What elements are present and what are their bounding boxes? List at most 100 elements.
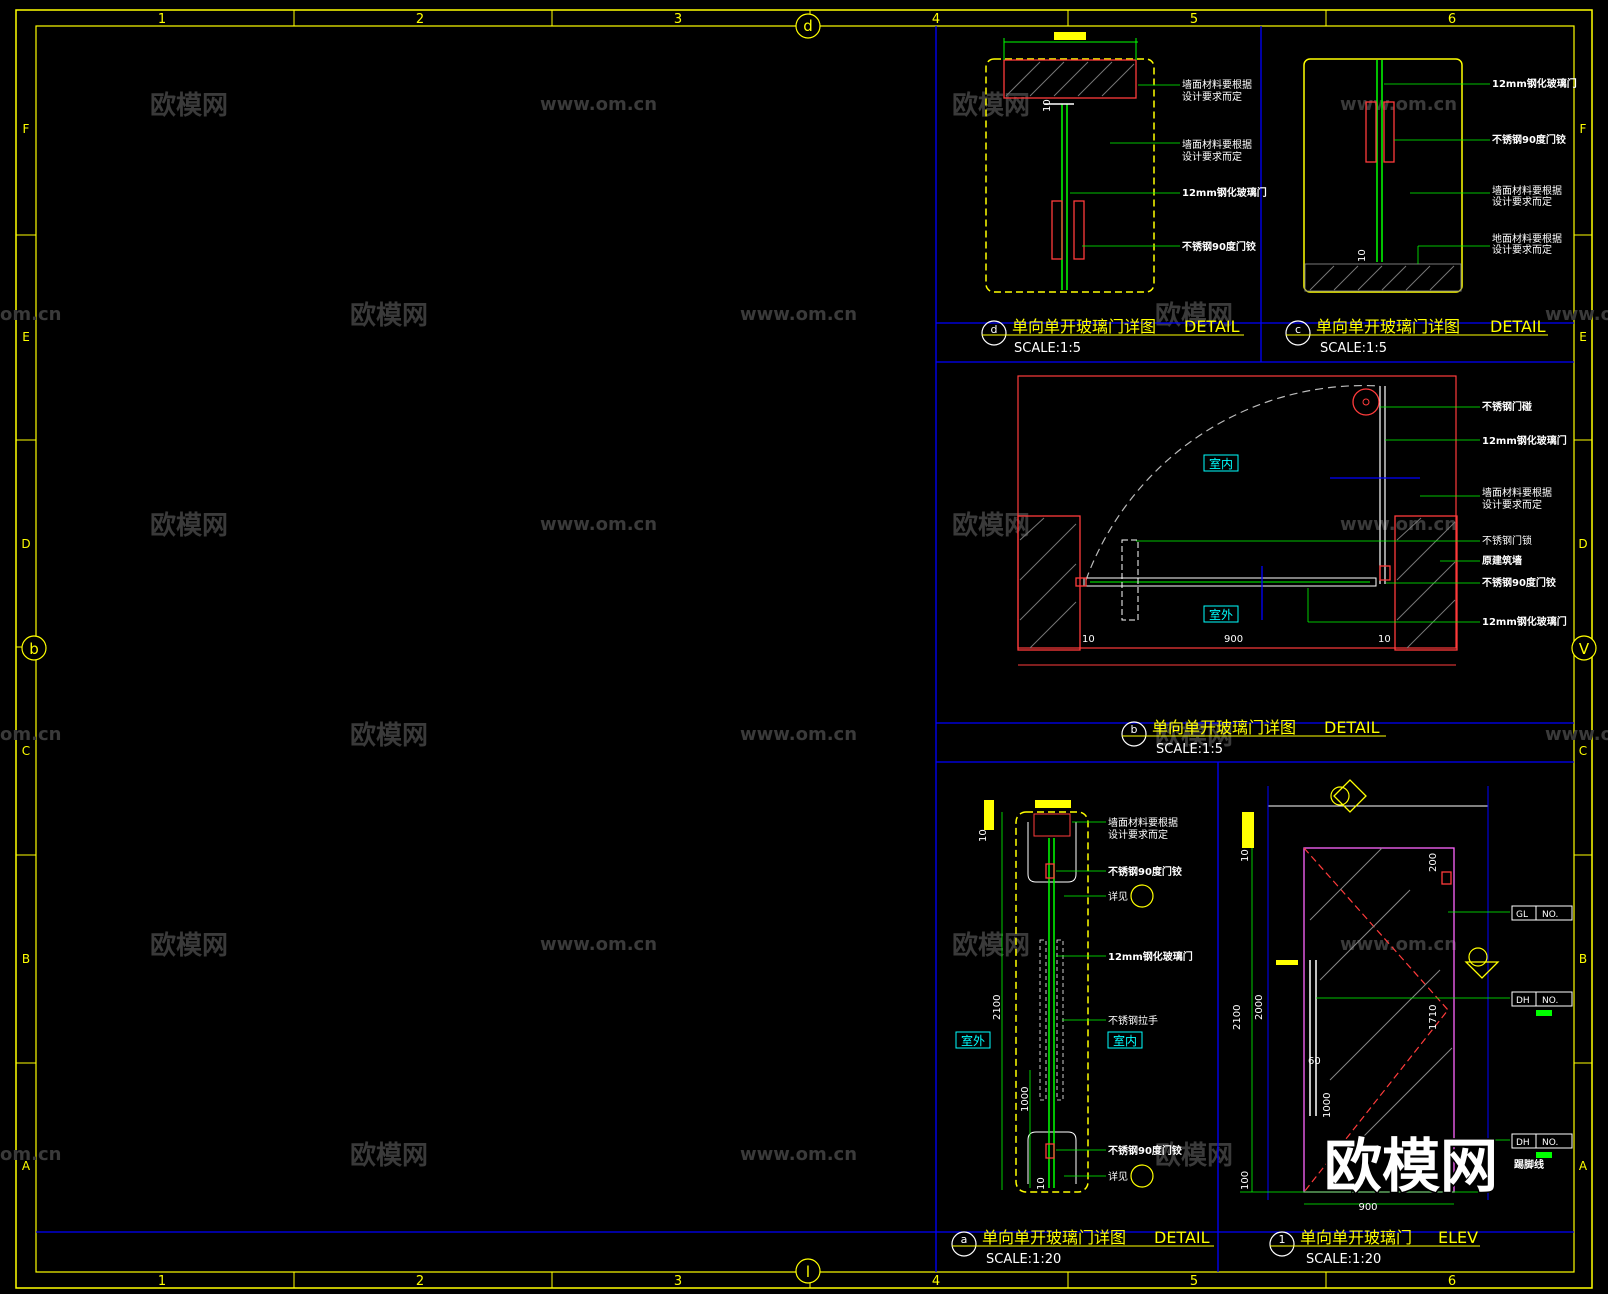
- sheet-frame: [15, 9, 1593, 1289]
- watermark-cn: 欧模网: [1155, 1140, 1233, 1171]
- grid-ticks: [16, 10, 1592, 1288]
- detail-b-title: 单向单开玻璃门详图: [1152, 718, 1296, 737]
- grid-row-right-F: F: [1580, 122, 1587, 136]
- sheet-bubbles: d l b V: [21, 13, 1597, 1284]
- detail-b-subtitle: DETAIL: [1324, 718, 1380, 737]
- detail-b-dim-right: 10: [1378, 634, 1391, 645]
- detail-b-label-hinge: 不锈钢90度门铰: [1482, 576, 1556, 589]
- detail-b-inside: 室内: [1209, 456, 1233, 471]
- watermarks: 欧模网 www.om.cn 欧模网 www.om.cn om.cn 欧模网 ww…: [0, 90, 1608, 1171]
- detail-d-scale: SCALE:1:5: [1014, 341, 1081, 356]
- detail-b-letter: b: [1131, 723, 1138, 736]
- watermark-url: www.om.cn: [740, 304, 857, 325]
- detail-c-dim: 10: [1357, 249, 1368, 262]
- detail-c-label-wall-b: 设计要求而定: [1492, 195, 1552, 208]
- grid-col-bottom-3: 3: [674, 1274, 682, 1289]
- watermark-cn: 欧模网: [150, 90, 228, 121]
- detail-d-label-1a: 墙面材料要根据: [1182, 78, 1252, 91]
- elev-dim-1710: 1710: [1428, 1005, 1439, 1030]
- grid-col-bottom-5: 5: [1190, 1274, 1198, 1289]
- bubble-top: d: [803, 17, 813, 35]
- elev-dim-top: 10: [1240, 849, 1251, 862]
- detail-d-letter: d: [991, 323, 998, 336]
- grid-row-left-C: C: [22, 744, 30, 758]
- detail-a-scale: SCALE:1:20: [986, 1252, 1061, 1267]
- detail-b: 室内 室外 不锈钢门碰 12mm钢化玻璃门 墙面材料要根据 设计要求而定 不锈钢…: [1017, 375, 1567, 757]
- grid-row-left-D: D: [21, 537, 30, 551]
- elev-tag-gl-no: NO.: [1542, 910, 1558, 920]
- elev-letter: 1: [1279, 1233, 1286, 1246]
- elev-dim-60: 60: [1308, 1056, 1321, 1067]
- detail-c-label-hinge: 不锈钢90度门铰: [1492, 133, 1566, 146]
- grid-col-bottom-6: 6: [1448, 1274, 1456, 1289]
- elev-tag-dh2-no: NO.: [1542, 1138, 1558, 1148]
- detail-d-subtitle: DETAIL: [1184, 317, 1240, 336]
- watermark-url: www.om.cn: [1340, 514, 1457, 535]
- grid-row-right-B: B: [1579, 952, 1587, 966]
- detail-b-label-lock: 不锈钢门锁: [1482, 534, 1532, 547]
- detail-c-letter: c: [1295, 323, 1301, 336]
- detail-c-label-floor-b: 设计要求而定: [1492, 243, 1552, 256]
- grid-col-top-4: 4: [932, 12, 940, 27]
- grid-column-labels: 1 2 3 4 5 6 1 2 3 4 5 6: [158, 12, 1456, 1289]
- bubble-right: V: [1579, 640, 1590, 658]
- bubble-bottom: l: [806, 1263, 810, 1281]
- detail-d-dim: 10: [1042, 99, 1053, 112]
- watermark-cn: 欧模网: [350, 1140, 428, 1171]
- detail-b-label-wall-a: 墙面材料要根据: [1482, 486, 1552, 499]
- watermark-cn: 欧模网: [1155, 300, 1233, 331]
- detail-d: 10 墙面材料要根据 设计要求而定 墙面材料要根据 设计要求而定 12mm钢化玻…: [981, 32, 1267, 356]
- watermark-url: www.om.cn: [1545, 304, 1608, 325]
- elev-subtitle: ELEV: [1438, 1228, 1478, 1247]
- watermark-big: 欧模网: [1324, 1132, 1498, 1200]
- grid-row-left-E: E: [22, 330, 30, 344]
- detail-b-label-orig-wall: 原建筑墙: [1482, 554, 1522, 567]
- watermark-url: www.om.cn: [540, 94, 657, 115]
- detail-d-label-1b: 设计要求而定: [1182, 90, 1242, 103]
- grid-row-left-B: B: [22, 952, 30, 966]
- detail-d-label-2a: 墙面材料要根据: [1182, 138, 1252, 151]
- detail-c: 10 12mm钢化玻璃门 不锈钢90度门铰 墙面材料要根据 设计要求而定 地面材…: [1285, 58, 1577, 356]
- watermark-cn: 欧模网: [150, 930, 228, 961]
- detail-a-dim-height: 2100: [992, 995, 1003, 1020]
- watermark-cn: 欧模网: [952, 90, 1030, 121]
- elevation-1: 10 2100 2000 200 1710 60 1000 100 900 GL…: [1232, 779, 1573, 1267]
- grid-row-right-E: E: [1579, 330, 1587, 344]
- elev-tag-dh-2: DH NO.: [1511, 1133, 1573, 1158]
- panel-dividers: [935, 26, 1574, 1272]
- grid-col-top-2: 2: [416, 12, 424, 27]
- elev-dim-200: 200: [1428, 853, 1439, 872]
- detail-a-label-glass: 12mm钢化玻璃门: [1108, 950, 1193, 963]
- detail-b-label-glass-1: 12mm钢化玻璃门: [1482, 434, 1567, 447]
- detail-a-outside: 室外: [961, 1033, 985, 1048]
- elev-dim-100: 100: [1240, 1171, 1251, 1190]
- elev-dim-900: 900: [1358, 1202, 1377, 1213]
- grid-row-right-D: D: [1578, 537, 1587, 551]
- detail-c-scale: SCALE:1:5: [1320, 341, 1387, 356]
- bubble-left: b: [29, 640, 39, 658]
- grid-col-bottom-2: 2: [416, 1274, 424, 1289]
- grid-row-left-F: F: [23, 122, 30, 136]
- watermark-url: www.om.cn: [1340, 934, 1457, 955]
- detail-a-subtitle: DETAIL: [1154, 1228, 1210, 1247]
- watermark-url: www.om.cn: [740, 724, 857, 745]
- detail-a-dim-handle: 1000: [1020, 1087, 1031, 1112]
- detail-d-title: 单向单开玻璃门详图: [1012, 317, 1156, 336]
- watermark-cn: 欧模网: [350, 720, 428, 751]
- grid-col-top-3: 3: [674, 12, 682, 27]
- detail-b-outside: 室外: [1209, 607, 1233, 622]
- elev-tag-dh1-code: DH: [1516, 996, 1530, 1006]
- watermark-url-cut: om.cn: [0, 724, 61, 745]
- elev-tag-dh2-code: DH: [1516, 1138, 1530, 1148]
- elev-tag-gl-code: GL: [1516, 910, 1528, 920]
- grid-col-top-6: 6: [1448, 12, 1456, 27]
- grid-col-bottom-1: 1: [158, 1274, 166, 1289]
- watermark-cn: 欧模网: [952, 930, 1030, 961]
- watermark-cn: 欧模网: [150, 510, 228, 541]
- detail-a-dim-bottom: 10: [1036, 1177, 1047, 1190]
- watermark-url: www.om.cn: [1340, 94, 1457, 115]
- grid-row-labels: F E D C B A F E D C B A: [21, 122, 1588, 1173]
- detail-b-label-stopper: 不锈钢门碰: [1482, 400, 1532, 413]
- detail-a-label-handle: 不锈钢拉手: [1108, 1014, 1158, 1027]
